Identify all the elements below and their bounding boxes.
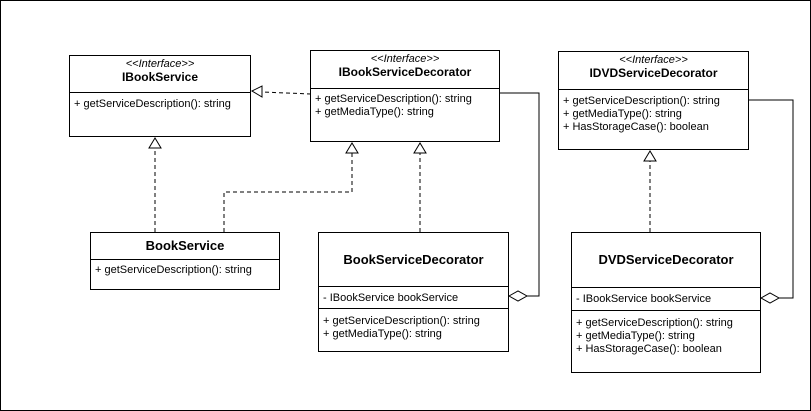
attribute: - IBookService bookService [576, 293, 712, 305]
method: + HasStorageCase(): boolean [563, 121, 709, 133]
realization-bs-to-ibsd [223, 153, 353, 232]
class-name: BookServiceDecorator [343, 252, 484, 267]
method: + getServiceDescription(): string [563, 95, 720, 107]
method: + getMediaType(): string [315, 106, 434, 118]
class-idvdservicedecorator[interactable]: <<Interface>> IDVDServiceDecorator + get… [558, 51, 749, 150]
class-name: DVDServiceDecorator [598, 252, 734, 267]
stereotype-label: <<Interface>> [370, 53, 440, 65]
hollow-arrowhead [345, 142, 359, 154]
method: + getMediaType(): string [563, 108, 682, 120]
aggregation-idvd-dvd [749, 99, 794, 299]
aggregation-ibsd-bsd [500, 92, 540, 297]
class-name: IDVDServiceDecorator [589, 66, 718, 80]
class-dvdservicedecorator[interactable]: DVDServiceDecorator - IBookService bookS… [571, 232, 761, 373]
method: + getServiceDescription(): string [74, 98, 231, 110]
class-ibookservicedecorator[interactable]: <<Interface>> IBookServiceDecorator + ge… [310, 50, 500, 142]
method: + getServiceDescription(): string [95, 264, 252, 276]
hollow-diamond [759, 292, 781, 304]
hollow-arrowhead [250, 85, 263, 98]
hollow-arrowhead [643, 150, 657, 162]
class-name: IBookService [121, 70, 199, 84]
method: + HasStorageCase(): boolean [576, 343, 722, 355]
class-bookservice[interactable]: BookService + getServiceDescription(): s… [90, 232, 280, 290]
stereotype-label: <<Interface>> [619, 54, 688, 66]
class-name: IBookServiceDecorator [338, 65, 472, 79]
method: + getServiceDescription(): string [323, 315, 480, 327]
method: + getServiceDescription(): string [315, 93, 472, 105]
realization-ibsd-to-ibs [261, 91, 312, 95]
attribute: - IBookService bookService [323, 292, 459, 304]
class-ibookservice[interactable]: <<Interface>> IBookService + getServiceD… [69, 55, 251, 137]
hollow-arrowhead [148, 137, 162, 149]
class-name: BookService [145, 238, 225, 253]
method: + getMediaType(): string [576, 330, 695, 342]
hollow-diamond [507, 290, 529, 302]
stereotype-label: <<Interface>> [125, 58, 195, 70]
method: + getServiceDescription(): string [576, 317, 733, 329]
method: + getMediaType(): string [323, 328, 442, 340]
class-bookservicedecorator[interactable]: BookServiceDecorator - IBookService book… [318, 232, 509, 352]
hollow-arrowhead [413, 142, 427, 154]
